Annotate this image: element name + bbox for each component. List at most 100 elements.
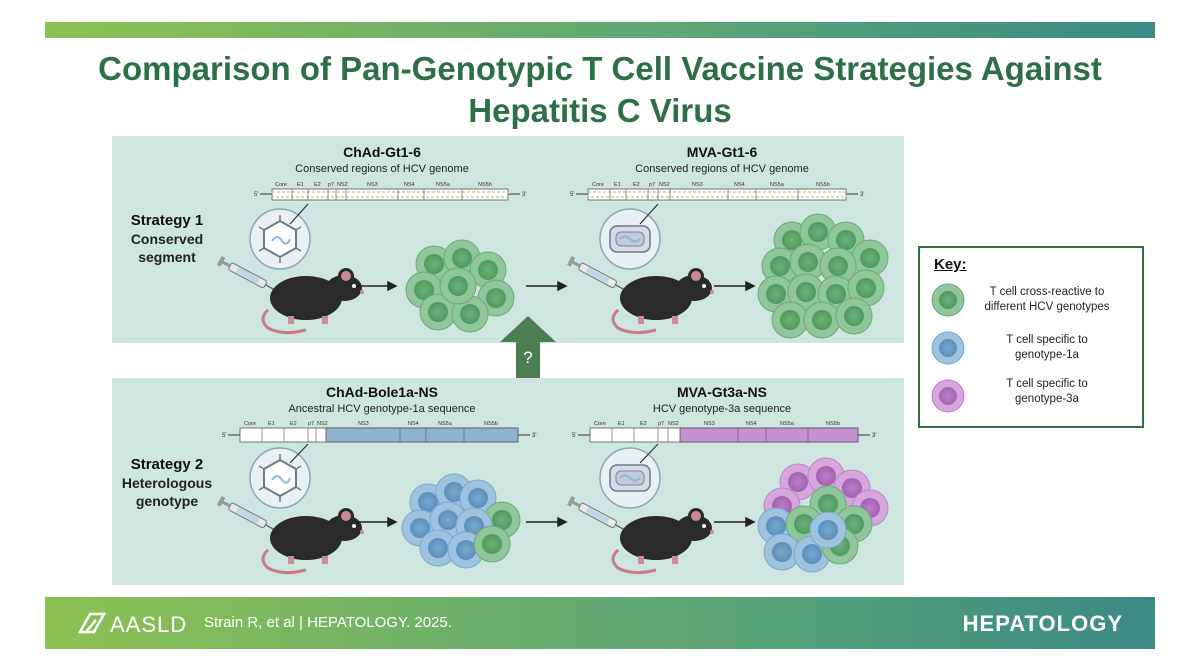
mva-vector-icon xyxy=(599,208,661,270)
gene-label: NS3 xyxy=(358,421,369,427)
gene-label: E1 xyxy=(297,182,304,188)
gene-3prime: 3' xyxy=(872,433,876,439)
strategy-2-graphics: 5' 3' Core E1 E2 p7 NS2 NS3 NS4 NS5a NS5… xyxy=(216,421,889,575)
key-item-1-line-2: different HCV genotypes xyxy=(984,301,1110,313)
gene-label: Core xyxy=(594,421,606,427)
key-title: Key: xyxy=(934,256,967,273)
adenovirus-vector-icon xyxy=(249,208,311,270)
key-item-3-line-2: genotype-3a xyxy=(1015,393,1079,405)
strategy-1-boost-genome-map: 5' 3' Core E1 E2 p7 NS2 NS3 NS4 NS5a NS5… xyxy=(570,182,864,201)
strategy-2-label: Strategy 2 xyxy=(130,456,204,473)
gene-label: E1 xyxy=(618,421,625,427)
gene-label: NS5a xyxy=(436,182,451,188)
gene-label: NS3 xyxy=(704,421,715,427)
gene-label: NS3 xyxy=(692,182,703,188)
gene-label: NS5b xyxy=(484,421,498,427)
mouse-icon xyxy=(611,506,716,575)
strategy-2-prime-title: ChAd-Bole1a-NS xyxy=(325,384,438,400)
vector-pointer-line xyxy=(289,443,309,464)
gene-label: p7 xyxy=(308,421,314,427)
strategy-2-panel: ChAd-Bole1a-NS Ancestral HCV genotype-1a… xyxy=(112,378,904,585)
gene-label: NS5a xyxy=(770,182,785,188)
gene-label: NS2 xyxy=(659,182,670,188)
gene-5prime: 5' xyxy=(222,433,226,439)
strategy-1-prime-genome-map: 5' 3' Core E1 E2 p7 NS2 NS3 NS4 NS5a NS5… xyxy=(254,182,526,201)
gene-label: NS5a xyxy=(780,421,795,427)
strategy-2-boost-title: MVA-Gt3a-NS xyxy=(677,384,767,400)
strategy-2-desc-line-2: genotype xyxy=(135,493,199,509)
strategy-1-graphics: 5' 3' Core E1 E2 p7 NS2 NS3 NS4 NS5a NS5… xyxy=(216,182,889,339)
t-cell-cluster-green-small xyxy=(405,239,515,333)
page-title: Comparison of Pan-Genotypic T Cell Vacci… xyxy=(45,48,1155,132)
journal-name: HEPATOLOGY xyxy=(962,611,1123,636)
key-item-genotype-3a: T cell specific to genotype-3a xyxy=(972,377,1122,407)
gene-label: p7 xyxy=(658,421,664,427)
strategy-1-boost-subtitle: Conserved regions of HCV genome xyxy=(635,163,809,175)
strategy-1-boost-title: MVA-Gt1-6 xyxy=(686,144,758,160)
strategy-2-boost-subtitle: HCV genotype-3a sequence xyxy=(652,403,792,415)
gene-label: E2 xyxy=(633,182,640,188)
gene-label: E2 xyxy=(640,421,647,427)
vector-pointer-line xyxy=(639,443,659,464)
strategy-1-label-group: Strategy 1 Conserved segment xyxy=(112,212,222,266)
strategy-1-prime-subtitle: Conserved regions of HCV genome xyxy=(295,163,469,175)
gene-label: NS4 xyxy=(404,182,415,188)
gene-label: NS4 xyxy=(734,182,745,188)
key-item-genotype-1a: T cell specific to genotype-1a xyxy=(972,333,1122,363)
gene-label: E1 xyxy=(268,421,275,427)
footer-citation: Strain R, et al | HEPATOLOGY. 2025. xyxy=(204,614,452,631)
gene-label: E2 xyxy=(290,421,297,427)
gene-label: NS3 xyxy=(367,182,378,188)
strategy-2-prime-subtitle: Ancestral HCV genotype-1a sequence xyxy=(288,403,476,415)
t-cell-cluster-blue xyxy=(401,473,521,569)
legend-key: Key: T cell cross-reactive to different … xyxy=(918,246,1144,428)
key-item-3-line-1: T cell specific to xyxy=(1006,378,1088,390)
title-line-2: Hepatitis C Virus xyxy=(468,92,732,129)
strategy-1-prime-title: ChAd-Gt1-6 xyxy=(343,144,421,160)
gene-label: E1 xyxy=(614,182,621,188)
strategy-2-prime-genome-map: 5' 3' Core E1 E2 p7 NS2 NS3 NS4 NS5a NS5… xyxy=(222,421,536,443)
key-item-1-line-1: T cell cross-reactive to xyxy=(989,286,1105,298)
top-gradient-bar xyxy=(45,22,1155,38)
mouse-icon xyxy=(261,506,366,575)
gene-label: Core xyxy=(275,182,287,188)
gene-label: NS2 xyxy=(337,182,348,188)
key-item-cross-reactive: T cell cross-reactive to different HCV g… xyxy=(972,285,1122,315)
strategy-1-label: Strategy 1 xyxy=(130,212,204,229)
key-item-2-line-1: T cell specific to xyxy=(1006,334,1088,346)
gene-label: p7 xyxy=(328,182,334,188)
strategy-2-boost-genome-map: 5' 3' Core E1 E2 p7 NS2 NS3 NS4 NS5a NS5… xyxy=(572,421,876,443)
aasld-logo-icon xyxy=(77,612,107,634)
gene-label: NS5b xyxy=(826,421,840,427)
mva-vector-icon xyxy=(599,447,661,509)
strategy-1-panel: ChAd-Gt1-6 Conserved regions of HCV geno… xyxy=(112,136,904,343)
footer-bar xyxy=(45,597,1155,649)
key-item-2-line-2: genotype-1a xyxy=(1015,349,1079,361)
gene-3prime: 3' xyxy=(860,192,864,198)
strategy-2-label-group: Strategy 2 Heterologous genotype xyxy=(112,456,222,510)
strategy-2-desc-line-1: Heterologous xyxy=(121,475,213,491)
mouse-icon xyxy=(261,266,366,335)
gene-3prime: 3' xyxy=(532,433,536,439)
gene-label: NS5b xyxy=(478,182,492,188)
gene-3prime: 3' xyxy=(522,192,526,198)
question-mark: ? xyxy=(523,348,533,367)
strategy-1-desc-line-1: Conserved xyxy=(130,231,204,247)
adenovirus-vector-icon xyxy=(249,447,311,509)
gene-label: NS5a xyxy=(438,421,453,427)
gene-5prime: 5' xyxy=(254,192,258,198)
vector-pointer-line xyxy=(289,203,309,225)
gene-label: NS2 xyxy=(668,421,679,427)
gene-label: E2 xyxy=(314,182,321,188)
key-swatches xyxy=(931,283,965,413)
title-line-1: Comparison of Pan-Genotypic T Cell Vacci… xyxy=(98,50,1102,87)
gene-5prime: 5' xyxy=(572,433,576,439)
t-cell-cluster-green-large xyxy=(757,213,889,339)
gene-label: p7 xyxy=(649,182,655,188)
gene-label: Core xyxy=(244,421,256,427)
gene-5prime: 5' xyxy=(570,192,574,198)
gene-label: Core xyxy=(592,182,604,188)
vector-pointer-line xyxy=(639,203,659,225)
gene-label: NS4 xyxy=(408,421,419,427)
mouse-icon xyxy=(611,266,716,335)
